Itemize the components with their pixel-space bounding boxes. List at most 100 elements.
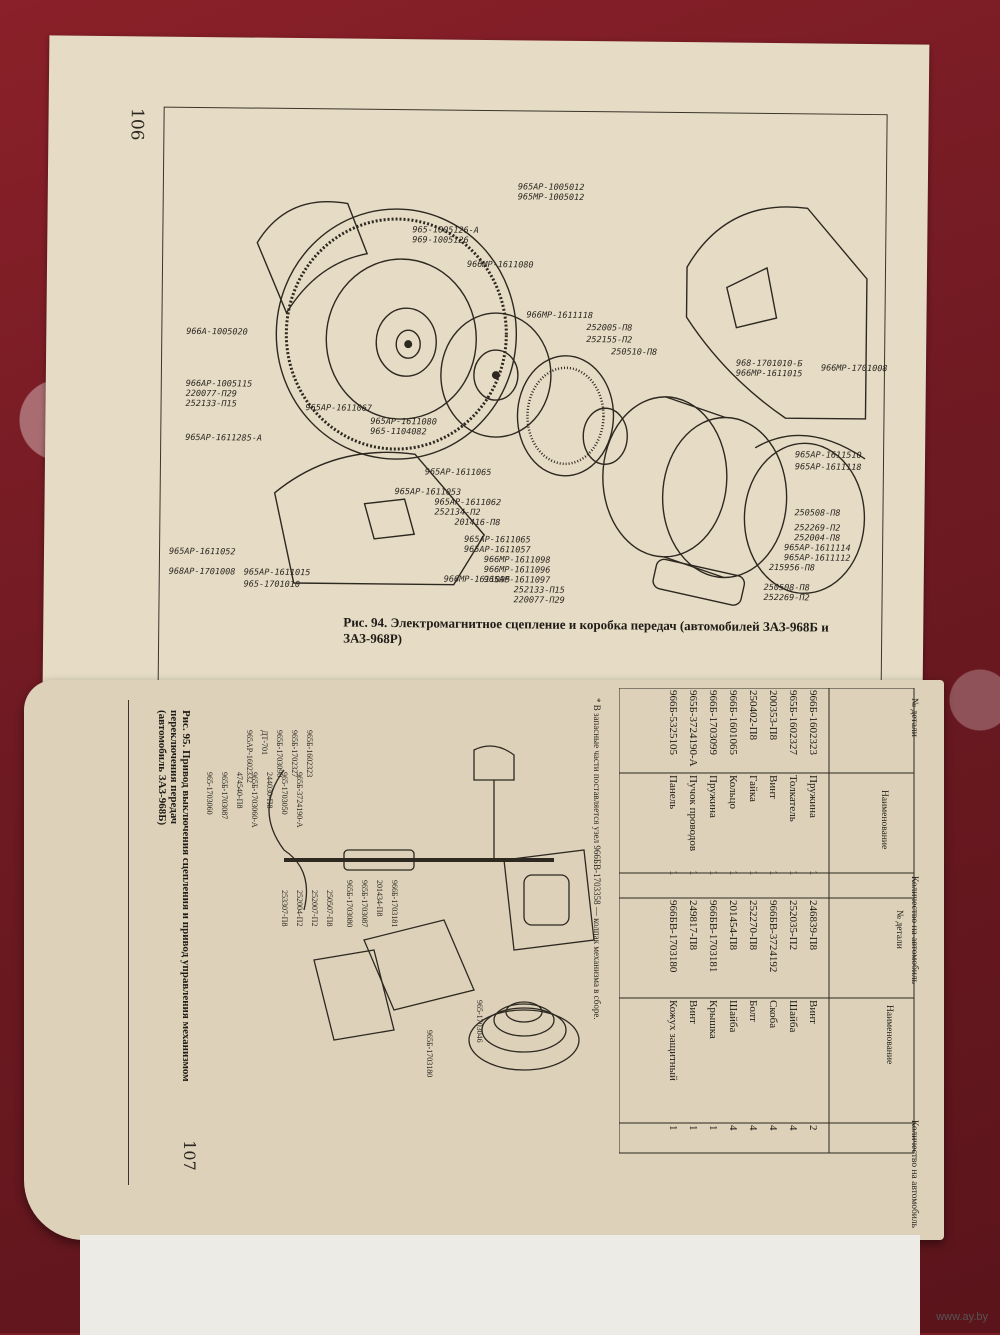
fig95-callout: 252004-П2 xyxy=(295,890,304,927)
fig95-callout: ДТ-701 xyxy=(260,730,269,756)
callout-label: 252005-П8 xyxy=(586,323,633,334)
row-name: Пружина xyxy=(807,775,819,818)
callout-label: 969-1005126 xyxy=(412,235,469,246)
fig95-callout: 965Б-1602323 xyxy=(305,730,314,778)
row-part: 966Б-1602323 xyxy=(807,690,819,755)
page-number-bottom: 107 xyxy=(179,1140,199,1171)
header-qty-right: Количество на автомобиль xyxy=(909,1120,919,1228)
callout-label: 965АР-1611285-А xyxy=(185,432,263,444)
fig95-callout: 201434-П8 xyxy=(375,880,384,917)
row-name: Толкатель xyxy=(787,775,799,822)
callout-label: 965АР-1611053 xyxy=(394,487,462,498)
callout-label: 252134-П2 xyxy=(434,507,481,518)
callout-label: 252269-П2 xyxy=(763,592,810,604)
callout-label: 965АР-1611510 xyxy=(795,450,862,461)
row-qty: 1 xyxy=(787,870,799,876)
row-name: Шайба xyxy=(787,1000,799,1033)
callout-label: 252269-П2 xyxy=(794,523,841,534)
header-qty-left: Количество на автомобиль xyxy=(909,876,919,984)
row-part: 252270-П8 xyxy=(747,900,759,951)
header-part-no-right: № детали xyxy=(894,910,904,949)
callout-label: 966МР-1611015 xyxy=(735,368,803,380)
callout-label: 965АР-1611114 xyxy=(784,543,851,554)
fig95-callout: 965Б-1703180 xyxy=(425,1030,434,1078)
row-qty: 1 xyxy=(667,1125,679,1131)
callout-label: 966МР-1611095 xyxy=(443,574,511,586)
row-qty: 1 xyxy=(687,870,699,876)
row-part: 966БВ-3724192 xyxy=(767,900,779,973)
fig95-callout: 250507-П8 xyxy=(325,890,334,927)
row-name: Скоба xyxy=(767,1000,779,1029)
row-part: 966Б-1703099 xyxy=(707,690,719,755)
callout-label: 966МР-1701008 xyxy=(820,363,888,375)
row-part: 200353-П8 xyxy=(767,690,779,741)
page-frame xyxy=(128,700,919,1185)
row-qty: 4 xyxy=(747,1125,759,1131)
row-part: 252035-П2 xyxy=(787,900,799,951)
callout-label: 966АР-1005115 xyxy=(185,378,253,390)
callout-label: 966МР-1611080 xyxy=(466,259,534,271)
callout-label: 965АР-1611112 xyxy=(783,553,851,564)
watermark: www.ay.by xyxy=(936,1311,988,1323)
callout-label: 965АР-1611067 xyxy=(305,403,373,414)
row-name: Гайка xyxy=(747,775,759,802)
row-name: Крышка xyxy=(707,1000,719,1039)
callout-label: 965-1701010 xyxy=(243,579,301,591)
fig95-callout: 965-1703060 xyxy=(205,772,214,815)
callout-label: 966МР-1611118 xyxy=(526,310,594,322)
row-qty: 1 xyxy=(767,870,779,876)
clutch-gearbox-drawing xyxy=(256,200,868,606)
callout-label: 968-1701010-Б xyxy=(735,358,803,370)
fig95-callout: 474540-П8 xyxy=(235,772,244,809)
header-part-no-left: № детали xyxy=(909,698,919,737)
row-part: 250402-П8 xyxy=(747,690,759,741)
callout-label: 965АР-1611062 xyxy=(434,497,502,509)
row-name: Пружина xyxy=(707,775,719,818)
table-footnote: * В запасные части поставляется узел 966… xyxy=(592,698,602,1020)
figure-95-caption: Рис. 95. Привод выключения сцепления и п… xyxy=(156,710,192,1130)
row-name: Пучок проводов xyxy=(687,775,699,852)
callout-label: 965-1005126-А xyxy=(412,225,479,236)
fig95-callout: 965Б-1703087 xyxy=(360,880,369,928)
row-part: 966Б-1601065 xyxy=(727,690,739,755)
row-part: 246839-П8 xyxy=(807,900,819,951)
callout-label: 965-1104082 xyxy=(370,426,427,438)
callout-label: 968АР-1701008 xyxy=(168,566,236,578)
row-name: Винт xyxy=(767,775,779,799)
row-name: Винт xyxy=(687,1000,699,1024)
row-qty: 1 xyxy=(667,870,679,876)
callout-label: 966МР-1611098 xyxy=(483,554,551,566)
row-qty: 2 xyxy=(807,1125,819,1131)
parts-table-grid xyxy=(619,688,915,1154)
callout-label: 215956-П8 xyxy=(768,562,816,574)
callout-label: 252133-П15 xyxy=(185,398,237,410)
row-name: Кольцо xyxy=(727,775,739,810)
row-qty: 4 xyxy=(727,1125,739,1131)
callout-label: 252155-П2 xyxy=(586,335,633,346)
page-number-top: 106 xyxy=(126,107,147,141)
fig95-callout: 965Б-1702327 xyxy=(290,730,299,778)
callout-label: 252004-П8 xyxy=(794,533,841,544)
row-name: Кожух защитный xyxy=(667,1000,679,1081)
fig95-callout: 965Б-3724190-А xyxy=(295,772,304,828)
row-part: 966БВ-1703181 xyxy=(707,900,719,973)
caption-line-1: Рис. 95. Привод выключения сцепления и п… xyxy=(168,710,192,1082)
callout-label: 220077-П29 xyxy=(513,595,565,606)
callout-label: 965АР-1611065 xyxy=(464,534,531,546)
fig95-callout: 252007-П2 xyxy=(310,890,319,927)
row-part: 965Б-1602327 xyxy=(787,690,799,755)
callout-label: 250510-П8 xyxy=(611,347,658,358)
underlying-paper xyxy=(80,1235,920,1335)
fig95-callout: 965АР-1602332 xyxy=(245,730,254,783)
row-qty: 4 xyxy=(767,1125,779,1131)
fig95-callout: 965-1703050 xyxy=(280,772,289,815)
header-name-left: Наименование xyxy=(879,790,889,850)
caption-line-2: (автомобиль ЗАЗ-968Б) xyxy=(156,710,168,826)
fig95-callout: 253307-П8 xyxy=(280,890,289,927)
row-part: 966Б-5325105 xyxy=(667,690,679,755)
callout-label: 966А-1005020 xyxy=(186,326,248,338)
row-name: Болт xyxy=(747,1000,759,1022)
header-name-right: Наименование xyxy=(884,1005,894,1065)
row-part: 201454-П8 xyxy=(727,900,739,951)
row-part: 965Б-3724190-А xyxy=(687,690,699,767)
